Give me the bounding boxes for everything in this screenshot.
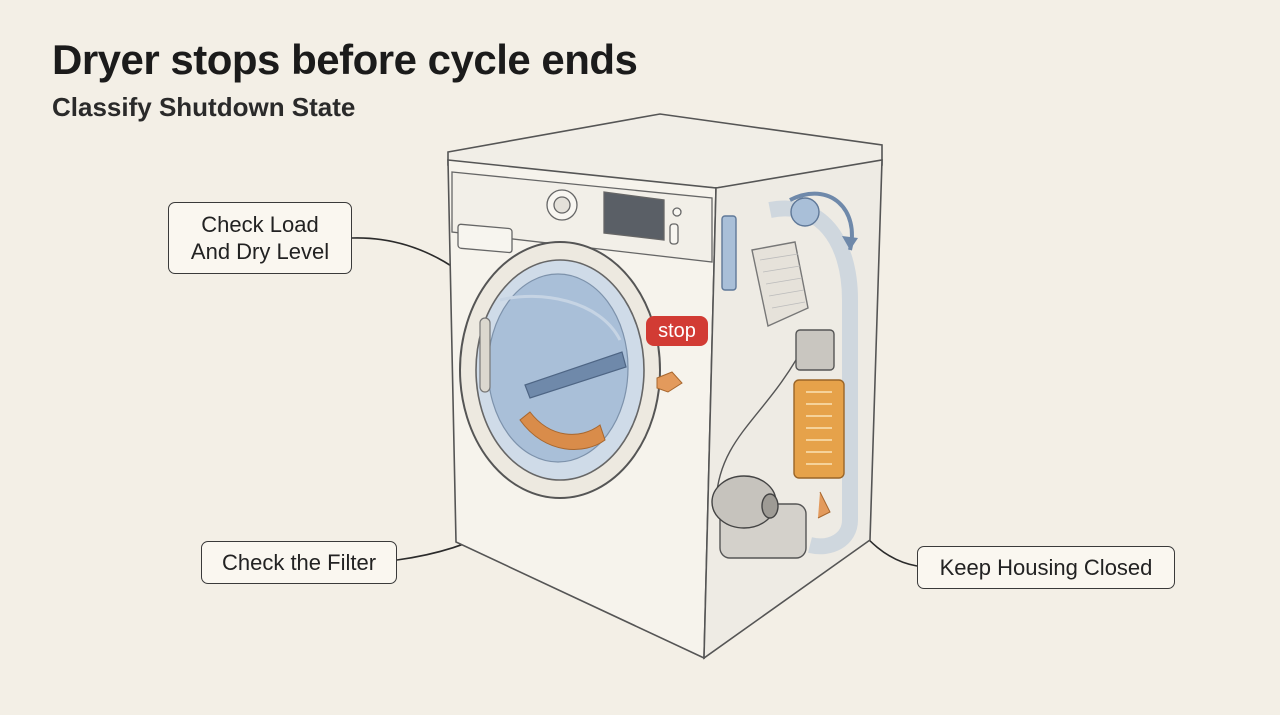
callout-check-filter-label: Check the Filter <box>221 549 377 575</box>
control-board <box>721 215 737 291</box>
thermostat <box>795 329 835 371</box>
vent-grille <box>751 241 809 327</box>
internal-components <box>711 191 858 559</box>
callout-check-load: Check Load And Dry Level <box>168 202 352 274</box>
door-handle <box>479 317 491 393</box>
blower-top <box>790 197 820 227</box>
control-panel <box>451 171 713 263</box>
page-subtitle: Classify Shutdown State <box>52 92 356 122</box>
callout-keep-housing-closed-label: Keep Housing Closed <box>939 554 1153 580</box>
stop-badge: stop <box>646 316 708 346</box>
lint-filter <box>519 411 606 450</box>
page-title: Dryer stops before cycle ends <box>52 36 638 83</box>
callout-keep-housing-closed: Keep Housing Closed <box>917 546 1175 589</box>
callout-check-load-label: Check Load And Dry Level <box>190 211 330 265</box>
callout-check-filter: Check the Filter <box>201 541 397 584</box>
dryer-door <box>459 241 683 499</box>
drum-paddle <box>524 351 627 399</box>
door-latch <box>656 371 683 393</box>
display-screen <box>603 191 665 241</box>
wiring <box>715 359 797 501</box>
detergent-drawer <box>457 223 513 254</box>
